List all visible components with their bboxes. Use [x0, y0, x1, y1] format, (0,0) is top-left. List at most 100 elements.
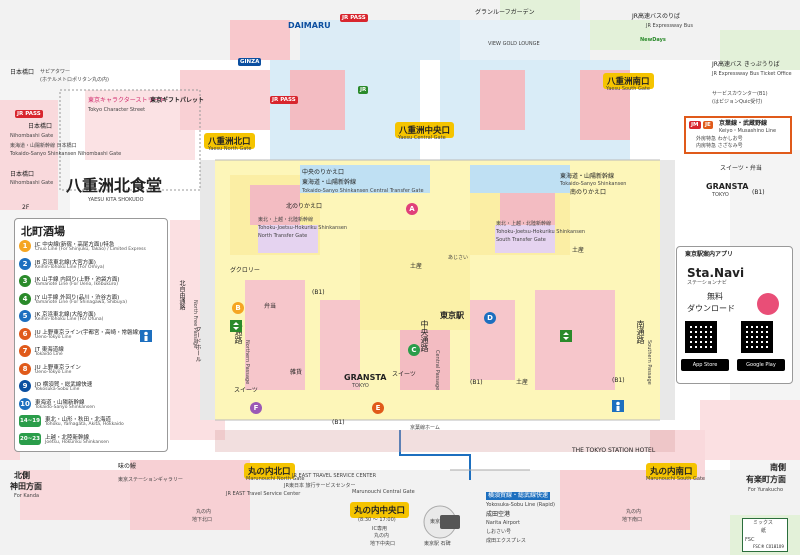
b1-label2: (B1) — [332, 419, 345, 426]
platform-number: 14~19 — [19, 415, 41, 427]
fsc-sub: 紙 — [761, 528, 767, 534]
exit-yaesu-central[interactable]: 八重洲中央口 — [395, 122, 455, 138]
exit-marunouchi-south[interactable]: 丸の内南口 — [646, 463, 697, 479]
platform-number: 10 — [19, 397, 31, 410]
north-free-passage-en: North Free Passage — [192, 300, 198, 349]
platform-line-en: Keihin-Tohoku Line (For Omiya) — [35, 264, 105, 270]
b1-label4: (B1) — [612, 377, 625, 384]
tokaido-center: 東海道・山陽新幹線 — [302, 179, 357, 186]
pin-e[interactable]: E — [372, 402, 384, 414]
platform-number: 3 — [19, 275, 31, 287]
marunouchi-underground4: 地下中央口 — [370, 541, 396, 547]
platform-line: JC 中央線(新宿・高尾方面)/特急 — [35, 242, 115, 248]
exit-yaesu-north[interactable]: 八重洲北口 — [204, 133, 255, 149]
app-download: ダウンロード — [687, 304, 735, 313]
nihombashi2-label: 日本橋口 — [28, 123, 53, 130]
platform-line-en: Yamanote Line (For Shinagawa, Shibuya) — [35, 299, 127, 305]
badge-jm: JM — [689, 121, 701, 129]
exit-marunouchi-central-note: IC専用 — [372, 526, 387, 532]
platform-line: JY 山手線 外回り(品川・渋谷方面) — [35, 294, 120, 301]
south-transfer: 南のりかえ口 — [570, 189, 607, 196]
jr-east-travel-label: JR EAST TRAVEL SERVICE CENTER — [292, 473, 377, 479]
north-free-passage: 北自由通路 — [178, 280, 185, 310]
nihombashi-label: 日本橋口 — [10, 69, 35, 76]
yaesu-kita-shokudo: 八重洲北食堂 — [66, 176, 163, 195]
tohoku-north: 東北・上越・北陸新幹線 — [258, 217, 314, 223]
app-store-button[interactable]: App Store — [681, 359, 729, 371]
platform-line-en: Chuo Line (For Shinjuku, Takao) / Limite… — [35, 247, 146, 252]
qr-code-app-store[interactable] — [685, 321, 717, 353]
yokosuka-sobu-en: Yokosuka-Sobu Line (Rapid) — [486, 502, 555, 508]
pin-f[interactable]: F — [250, 402, 262, 414]
platform-line-en: Ueno-Tokyo Line — [35, 334, 72, 340]
legend-title: 北町酒場 — [21, 225, 65, 238]
elevator-icon — [230, 320, 242, 332]
gourmet-label: グクロリー — [230, 267, 260, 274]
pin-a[interactable]: A — [406, 203, 418, 215]
tokyo-gift-palette-label: 東京ギフトパレット — [150, 97, 205, 104]
exit-yaesu-south[interactable]: 八重洲南口 — [603, 73, 654, 89]
floor-2f: 2F — [22, 204, 30, 211]
tokyo-character-street-en: Tokyo Character Street — [88, 107, 146, 113]
exit-marunouchi-central[interactable]: 丸の内中央口 — [350, 502, 410, 518]
marunouchi-underground5: 丸の内 — [626, 509, 642, 515]
pin-b[interactable]: B — [232, 302, 244, 314]
tokyo-character-street-label: 東京キャラクターストリート — [88, 97, 166, 104]
elevator-icon-2 — [560, 330, 572, 342]
aojiro-label: あじさい — [448, 255, 469, 261]
platform-line: 東北・山形・秋田・北海道 — [45, 417, 112, 423]
sapia-sub: (ホテルメトロポリタン丸の内) — [40, 77, 109, 83]
jr-chip: JR — [358, 86, 369, 94]
gift-label: 土産 — [410, 263, 423, 270]
north-transfer: 北のりかえ口 — [286, 203, 323, 210]
view-gold-lounge-label: VIEW GOLD LOUNGE — [488, 41, 540, 47]
app-promo: 東京駅案内アプリ Sta.Navi ステーションナビ 無料 ダウンロード App… — [676, 246, 793, 384]
daimaru-label: DAIMARU — [288, 21, 331, 30]
south-side-yurakucho-en: For Yurakucho — [748, 487, 784, 493]
platform-number: 20~23 — [19, 432, 41, 445]
google-play-button[interactable]: Google Play — [737, 359, 785, 371]
jr-bus-sub: JR Expressway Bus — [646, 23, 693, 29]
platform-number: 4 — [19, 292, 31, 305]
jr-east-travel-jp: JR東日本 旅行サービスセンター — [284, 483, 356, 489]
nihonbashi-gate-left: 日本橋口 — [10, 171, 35, 178]
tokyo-station-logo-icon — [440, 515, 460, 529]
restroom-icon — [140, 330, 152, 342]
center-north-transfer: 中央のりかえ口 — [302, 169, 345, 176]
qr-code-google-play[interactable] — [741, 321, 773, 353]
gift2-label: 土産 — [572, 247, 585, 254]
platform-line: JK 京浜東北線(大船方面) — [35, 312, 96, 318]
platform-number: 9 — [19, 380, 31, 392]
nihonbashi-gate-left-en: Nihombashi Gate — [10, 180, 54, 186]
north-passage-en: Northern Passage — [244, 340, 250, 385]
north-passage: 北通路 — [234, 320, 243, 344]
new-days-label: NewDays — [640, 37, 666, 43]
north-transfer-gate: North Transfer Gate — [258, 233, 308, 239]
station-gallery: 東京ステーションギャラリー — [118, 477, 183, 483]
app-name-sub: ステーションナビ — [687, 280, 727, 286]
platform-line-en: Ueno-Tokyo Line — [35, 369, 72, 375]
pin-c[interactable]: C — [408, 344, 420, 356]
tokaido-center-en: Tokaido-Sanyo Shinkansen Central Transfe… — [302, 188, 424, 194]
platform-number: 1 — [19, 240, 31, 252]
pin-d[interactable]: D — [484, 312, 496, 324]
platform-line-en: Yamanote Line (For Ueno, Ikebukuro) — [35, 282, 118, 287]
exit-marunouchi-north[interactable]: 丸の内北口 — [244, 463, 295, 479]
food-hall-label: フードホール — [194, 326, 201, 362]
sweets2-label: スイーツ — [392, 371, 416, 378]
marunouchi-underground6: 地下南口 — [622, 517, 643, 523]
granstar-right-label: GRANSTA — [706, 182, 749, 191]
south-passage-en: Southern Passage — [646, 340, 652, 385]
platform-number: 6 — [19, 327, 31, 340]
central-passage-en: Central Passage — [434, 350, 440, 391]
sweets-bento: スイーツ・弁当 — [720, 165, 762, 172]
marunouchi-underground3: 丸の内 — [374, 533, 390, 539]
